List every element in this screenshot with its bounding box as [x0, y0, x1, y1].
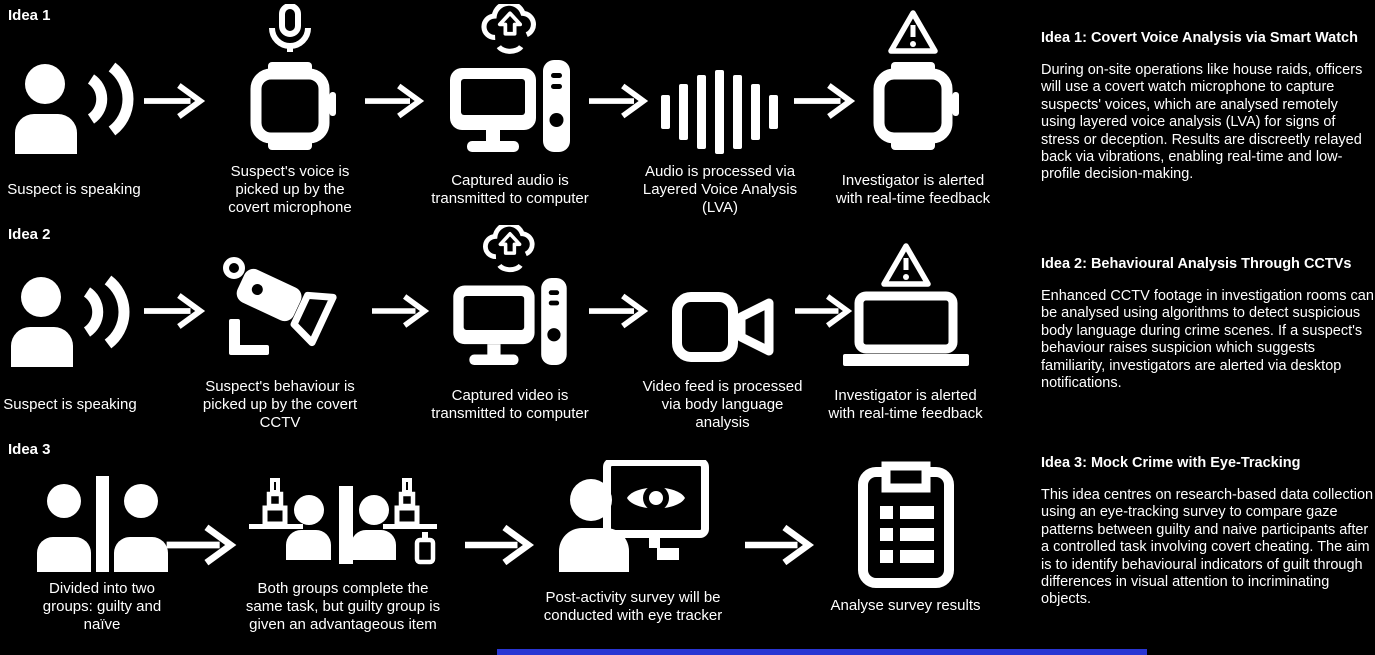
step-caption: Captured audio is transmitted to compute…	[431, 172, 589, 207]
smartwatch-icon	[250, 62, 336, 150]
laptop-icon	[842, 291, 969, 366]
survey-results-clipboard-icon	[857, 461, 954, 588]
groups-complete-task-icon	[249, 478, 437, 565]
idea-label: Idea 2	[8, 226, 51, 243]
step-caption: Post-activity survey will be conducted w…	[543, 589, 723, 624]
flow-step: Divided into two groups: guilty and naïv…	[27, 458, 177, 640]
two-groups-divided-icon	[37, 476, 168, 572]
note-body: Enhanced CCTV footage in investigation r…	[1041, 288, 1374, 391]
step-caption: Suspect's voice is picked up by the cove…	[228, 163, 352, 216]
step-caption: Captured video is transmitted to compute…	[431, 387, 589, 422]
flow-step: Suspect's behaviour is picked up by the …	[196, 225, 364, 437]
microphone-icon	[269, 4, 311, 52]
flow-step: Suspect is speaking	[0, 4, 148, 222]
flow-step: Video feed is processed via body languag…	[640, 225, 805, 437]
step-caption: Audio is processed via Layered Voice Ana…	[642, 163, 798, 216]
warning-triangle-icon	[888, 10, 938, 54]
step-caption: Investigator is alerted with real-time f…	[835, 172, 991, 207]
video-camera-icon	[671, 292, 773, 362]
step-caption: Both groups complete the same task, but …	[245, 580, 441, 633]
arrow-icon	[166, 524, 238, 566]
step-caption: Analyse survey results	[830, 597, 981, 615]
arrow-icon	[589, 82, 649, 120]
step-caption: Suspect is speaking	[7, 181, 141, 199]
flow-step: Investigator is alerted with real-time f…	[823, 225, 988, 437]
person-speaking-icon	[15, 62, 134, 154]
idea-note: Idea 1: Covert Voice Analysis via Smart …	[1041, 30, 1375, 184]
flow-step: Captured video is transmitted to compute…	[424, 225, 596, 437]
cloud-upload-icon	[483, 225, 535, 273]
step-caption: Suspect is speaking	[3, 396, 137, 414]
eye-tracker-survey-icon	[559, 460, 709, 572]
footer-accent-bar	[497, 649, 1147, 655]
smartwatch-icon	[873, 62, 959, 150]
cctv-camera-icon	[223, 257, 337, 355]
flow-step: Audio is processed via Layered Voice Ana…	[638, 4, 802, 222]
flow-step: Suspect's voice is picked up by the cove…	[213, 4, 367, 222]
flow-step: Post-activity survey will be conducted w…	[538, 458, 728, 640]
arrow-icon	[465, 524, 535, 566]
step-caption: Suspect's behaviour is picked up by the …	[202, 378, 358, 431]
note-body: During on-site operations like house rai…	[1041, 62, 1363, 183]
note-title: Idea 1: Covert Voice Analysis via Smart …	[1041, 30, 1358, 46]
flow-step: Analyse survey results	[818, 458, 993, 620]
arrow-icon	[144, 82, 206, 120]
arrow-icon	[795, 292, 853, 330]
idea-label: Idea 3	[8, 441, 51, 458]
cloud-upload-icon	[481, 4, 536, 54]
flow-step: Captured audio is transmitted to compute…	[424, 4, 596, 222]
note-title: Idea 2: Behavioural Analysis Through CCT…	[1041, 256, 1352, 272]
person-speaking-icon	[11, 275, 130, 367]
arrow-icon	[794, 82, 856, 120]
arrow-icon	[372, 292, 430, 330]
arrow-icon	[589, 292, 649, 330]
step-caption: Investigator is alerted with real-time f…	[828, 387, 983, 422]
step-caption: Divided into two groups: guilty and naïv…	[42, 580, 162, 633]
idea-label: Idea 1	[8, 7, 51, 24]
idea-note: Idea 2: Behavioural Analysis Through CCT…	[1041, 256, 1375, 392]
desktop-computer-icon	[453, 278, 567, 366]
arrow-icon	[745, 524, 815, 566]
arrow-icon	[365, 82, 425, 120]
flow-step: Both groups complete the same task, but …	[243, 458, 443, 640]
arrow-icon	[144, 292, 206, 330]
flow-step: Suspect is speaking	[0, 225, 140, 437]
step-caption: Video feed is processed via body languag…	[642, 378, 803, 431]
warning-triangle-icon	[880, 243, 931, 287]
note-title: Idea 3: Mock Crime with Eye-Tracking	[1041, 455, 1301, 471]
desktop-computer-icon	[450, 60, 570, 152]
note-body: This idea centres on research-based data…	[1041, 487, 1374, 608]
flow-step: Investigator is alerted with real-time f…	[832, 4, 994, 222]
audio-waveform-icon	[661, 70, 778, 154]
idea-note: Idea 3: Mock Crime with Eye-Tracking Thi…	[1041, 455, 1375, 609]
